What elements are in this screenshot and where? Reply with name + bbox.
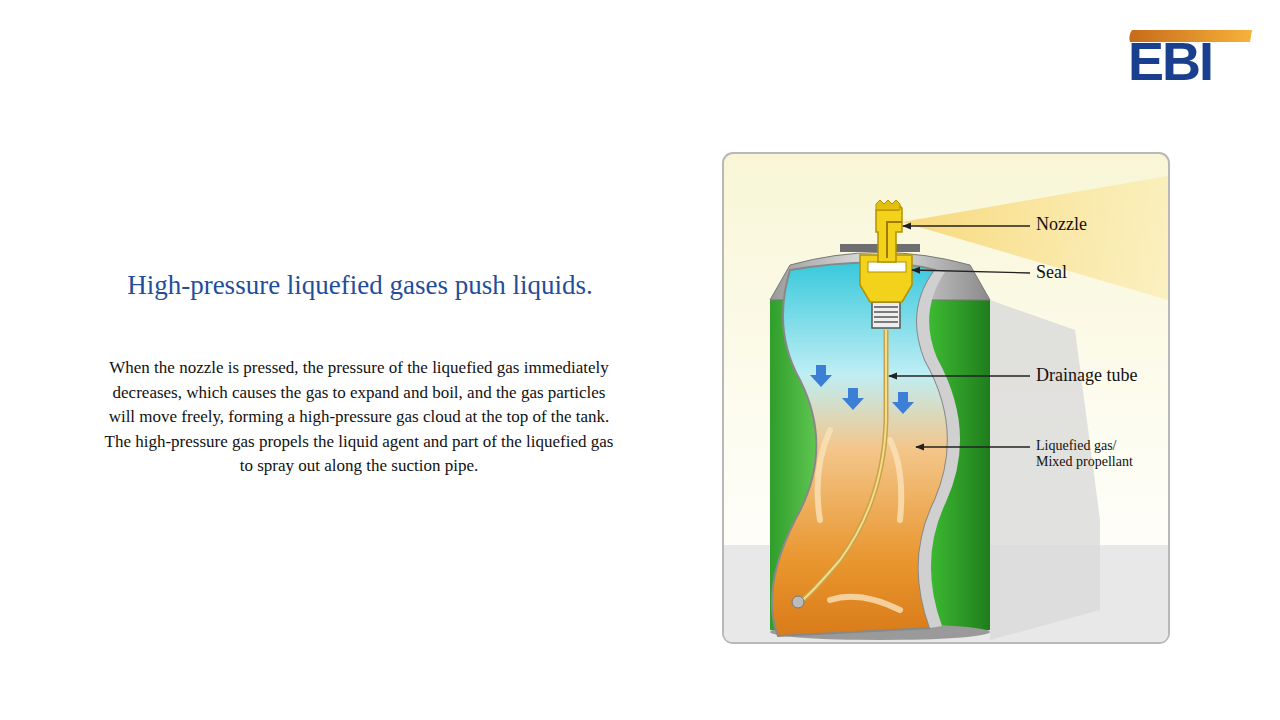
seal (868, 262, 906, 272)
slide-title: High-pressure liquefied gases push liqui… (60, 270, 660, 301)
part-label: Liquefied gas/ Mixed propellant (1036, 438, 1156, 470)
leader-lines (889, 226, 1030, 447)
can-shadow (990, 300, 1100, 640)
valve-spring (872, 302, 900, 328)
flow-arrows (818, 430, 902, 610)
part-label: Drainage tube (1036, 365, 1137, 386)
explanation-text: When the nozzle is pressed, the pressure… (104, 356, 614, 479)
tube-end (792, 596, 804, 608)
drainage-tube (800, 330, 886, 602)
nozzle-cap (876, 200, 900, 210)
drainage-tube-highlight (800, 330, 886, 602)
can-wall-cut (917, 270, 960, 628)
pressure-arrows (810, 365, 914, 414)
nozzle-channel (887, 222, 902, 258)
nozzle (876, 204, 902, 262)
part-label: Nozzle (1036, 214, 1087, 235)
logo-text: EBI (1128, 34, 1212, 88)
illustration-panel (723, 153, 1169, 643)
part-label: Seal (1036, 262, 1067, 283)
